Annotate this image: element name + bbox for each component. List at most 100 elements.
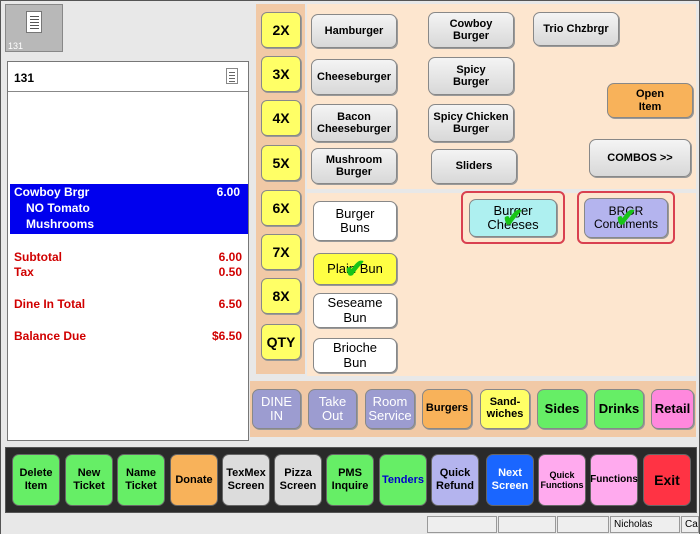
- dine-in-total-value: 6.50: [218, 297, 242, 311]
- menu-item-hamburger[interactable]: Hamburger: [311, 14, 397, 48]
- order-item-name: Cowboy Brgr: [14, 185, 90, 199]
- menu-item-sliders[interactable]: Sliders: [431, 149, 517, 184]
- function-label: PMS Inquire: [331, 467, 369, 492]
- function-bar: Delete Item New Ticket Name Ticket Donat…: [5, 447, 697, 513]
- receipt-icon[interactable]: [226, 68, 238, 84]
- category-burgers[interactable]: Burgers: [422, 389, 472, 429]
- pizza-screen-button[interactable]: Pizza Screen: [274, 454, 322, 506]
- dine-in-total-label: Dine In Total: [14, 297, 86, 311]
- plain-bun-label: Plain Bun: [327, 260, 383, 276]
- next-screen-button[interactable]: Next Screen: [486, 454, 534, 506]
- menu-item-mushroom-burger[interactable]: Mushroom Burger: [311, 148, 397, 184]
- menu-item-cowboy-burger[interactable]: Cowboy Burger: [428, 12, 514, 48]
- category-dine-in[interactable]: DINE IN: [252, 389, 301, 429]
- tenders-button[interactable]: Tenders: [379, 454, 427, 506]
- open-item-button[interactable]: Open Item: [607, 83, 693, 118]
- status-cell: [427, 516, 497, 533]
- modifier-panel: Burger Buns Plain Bun ✔ Seseame Bun Brio…: [307, 191, 696, 376]
- order-modifier: NO Tomato: [26, 201, 90, 215]
- brgr-condiments-button[interactable]: BRGR Condiments ✔: [584, 198, 668, 238]
- function-label: Quick Functions: [540, 469, 584, 490]
- burger-cheeses-button[interactable]: Burger Cheeses ✔: [469, 199, 557, 237]
- menu-item-trio-chzbrgr[interactable]: Trio Chzbrgr: [533, 12, 619, 46]
- quick-refund-button[interactable]: Quick Refund: [431, 454, 479, 506]
- menu-item-label: Spicy Burger: [452, 63, 490, 88]
- ticket-number: 131: [14, 71, 35, 85]
- ticket-panel: 131 Cowboy Brgr 6.00 NO Tomato Mushrooms…: [7, 61, 249, 441]
- pms-inquire-button[interactable]: PMS Inquire: [326, 454, 374, 506]
- quantity-button[interactable]: QTY: [261, 324, 301, 360]
- order-line-selected[interactable]: Cowboy Brgr 6.00 NO Tomato Mushrooms: [10, 184, 248, 234]
- subtotal-row: Subtotal 6.00: [14, 250, 242, 264]
- category-label: Sand- wiches: [486, 396, 524, 420]
- new-ticket-button[interactable]: New Ticket: [65, 454, 113, 506]
- brioche-bun-button[interactable]: Brioche Bun: [313, 338, 397, 373]
- menu-item-label: Cowboy Burger: [449, 17, 493, 42]
- menu-item-label: Spicy Chicken Burger: [433, 110, 509, 135]
- plain-bun-button[interactable]: Plain Bun ✔: [313, 253, 397, 285]
- ticket-header: 131: [8, 62, 248, 92]
- open-item-label: Open Item: [635, 88, 665, 113]
- status-extra: Ca: [681, 516, 699, 533]
- menu-items-panel: Hamburger Cowboy Burger Trio Chzbrgr Che…: [307, 4, 696, 189]
- function-label: Quick Refund: [436, 467, 474, 492]
- brgr-condiments-label: BRGR Condiments: [593, 203, 659, 231]
- multiplier-4x-button[interactable]: 4X: [261, 100, 301, 136]
- functions-button[interactable]: Functions: [590, 454, 638, 506]
- menu-item-label: Mushroom Burger: [325, 153, 383, 178]
- multiplier-2x-button[interactable]: 2X: [261, 12, 301, 48]
- exit-button[interactable]: Exit: [643, 454, 691, 506]
- menu-item-label: Bacon Cheeseburger: [317, 110, 391, 135]
- ticket-thumbnail[interactable]: 131: [5, 4, 63, 52]
- category-sides[interactable]: Sides: [537, 389, 587, 429]
- brioche-bun-label: Brioche Bun: [332, 340, 378, 370]
- combos-button[interactable]: COMBOS >>: [589, 139, 691, 177]
- function-label: Name Ticket: [125, 467, 157, 492]
- name-ticket-button[interactable]: Name Ticket: [117, 454, 165, 506]
- category-drinks[interactable]: Drinks: [594, 389, 644, 429]
- order-item-price: 6.00: [216, 185, 240, 199]
- quantity-multiplier-column: 2X 3X 4X 5X 6X 7X 8X QTY: [256, 4, 305, 374]
- ticket-document-icon: [26, 11, 42, 33]
- menu-item-cheeseburger[interactable]: Cheeseburger: [311, 59, 397, 95]
- delete-item-button[interactable]: Delete Item: [12, 454, 60, 506]
- burger-cheeses-label: Burger Cheeses: [487, 202, 539, 232]
- category-bar: DINE IN Take Out Room Service Burgers Sa…: [250, 381, 696, 437]
- category-label: Take Out: [318, 394, 347, 423]
- tax-row: Tax 0.50: [14, 265, 242, 279]
- category-room-service[interactable]: Room Service: [365, 389, 415, 429]
- highlight-outline: [461, 191, 565, 244]
- function-label: TexMex Screen: [226, 467, 266, 492]
- menu-item-bacon-cheeseburger[interactable]: Bacon Cheeseburger: [311, 104, 397, 142]
- balance-due-row: Balance Due $6.50: [14, 329, 242, 343]
- tax-label: Tax: [14, 265, 34, 279]
- category-retail[interactable]: Retail: [651, 389, 694, 429]
- category-take-out[interactable]: Take Out: [308, 389, 357, 429]
- status-user: Nicholas: [610, 516, 680, 533]
- texmex-screen-button[interactable]: TexMex Screen: [222, 454, 270, 506]
- subtotal-value: 6.00: [218, 250, 242, 264]
- menu-item-spicy-burger[interactable]: Spicy Burger: [428, 57, 514, 95]
- multiplier-7x-button[interactable]: 7X: [261, 234, 301, 270]
- category-sandwiches[interactable]: Sand- wiches: [480, 389, 530, 429]
- dine-in-total-row: Dine In Total 6.50: [14, 297, 242, 311]
- donate-button[interactable]: Donate: [170, 454, 218, 506]
- tax-value: 0.50: [218, 265, 242, 279]
- multiplier-3x-button[interactable]: 3X: [261, 56, 301, 92]
- multiplier-5x-button[interactable]: 5X: [261, 145, 301, 181]
- status-bar: Nicholas Ca: [1, 515, 699, 534]
- category-label: DINE IN: [260, 394, 293, 423]
- sesame-bun-button[interactable]: Seseame Bun: [313, 293, 397, 328]
- balance-due-value: $6.50: [211, 329, 242, 343]
- status-cell: [498, 516, 556, 533]
- burger-buns-label: Burger Buns: [335, 205, 375, 235]
- menu-item-spicy-chicken-burger[interactable]: Spicy Chicken Burger: [428, 104, 514, 142]
- function-label: Pizza Screen: [279, 467, 317, 492]
- multiplier-8x-button[interactable]: 8X: [261, 278, 301, 314]
- function-label: Next Screen: [491, 467, 529, 492]
- order-modifier: Mushrooms: [26, 217, 95, 231]
- multiplier-6x-button[interactable]: 6X: [261, 190, 301, 226]
- burger-buns-button[interactable]: Burger Buns: [313, 201, 397, 241]
- quick-functions-button[interactable]: Quick Functions: [538, 454, 586, 506]
